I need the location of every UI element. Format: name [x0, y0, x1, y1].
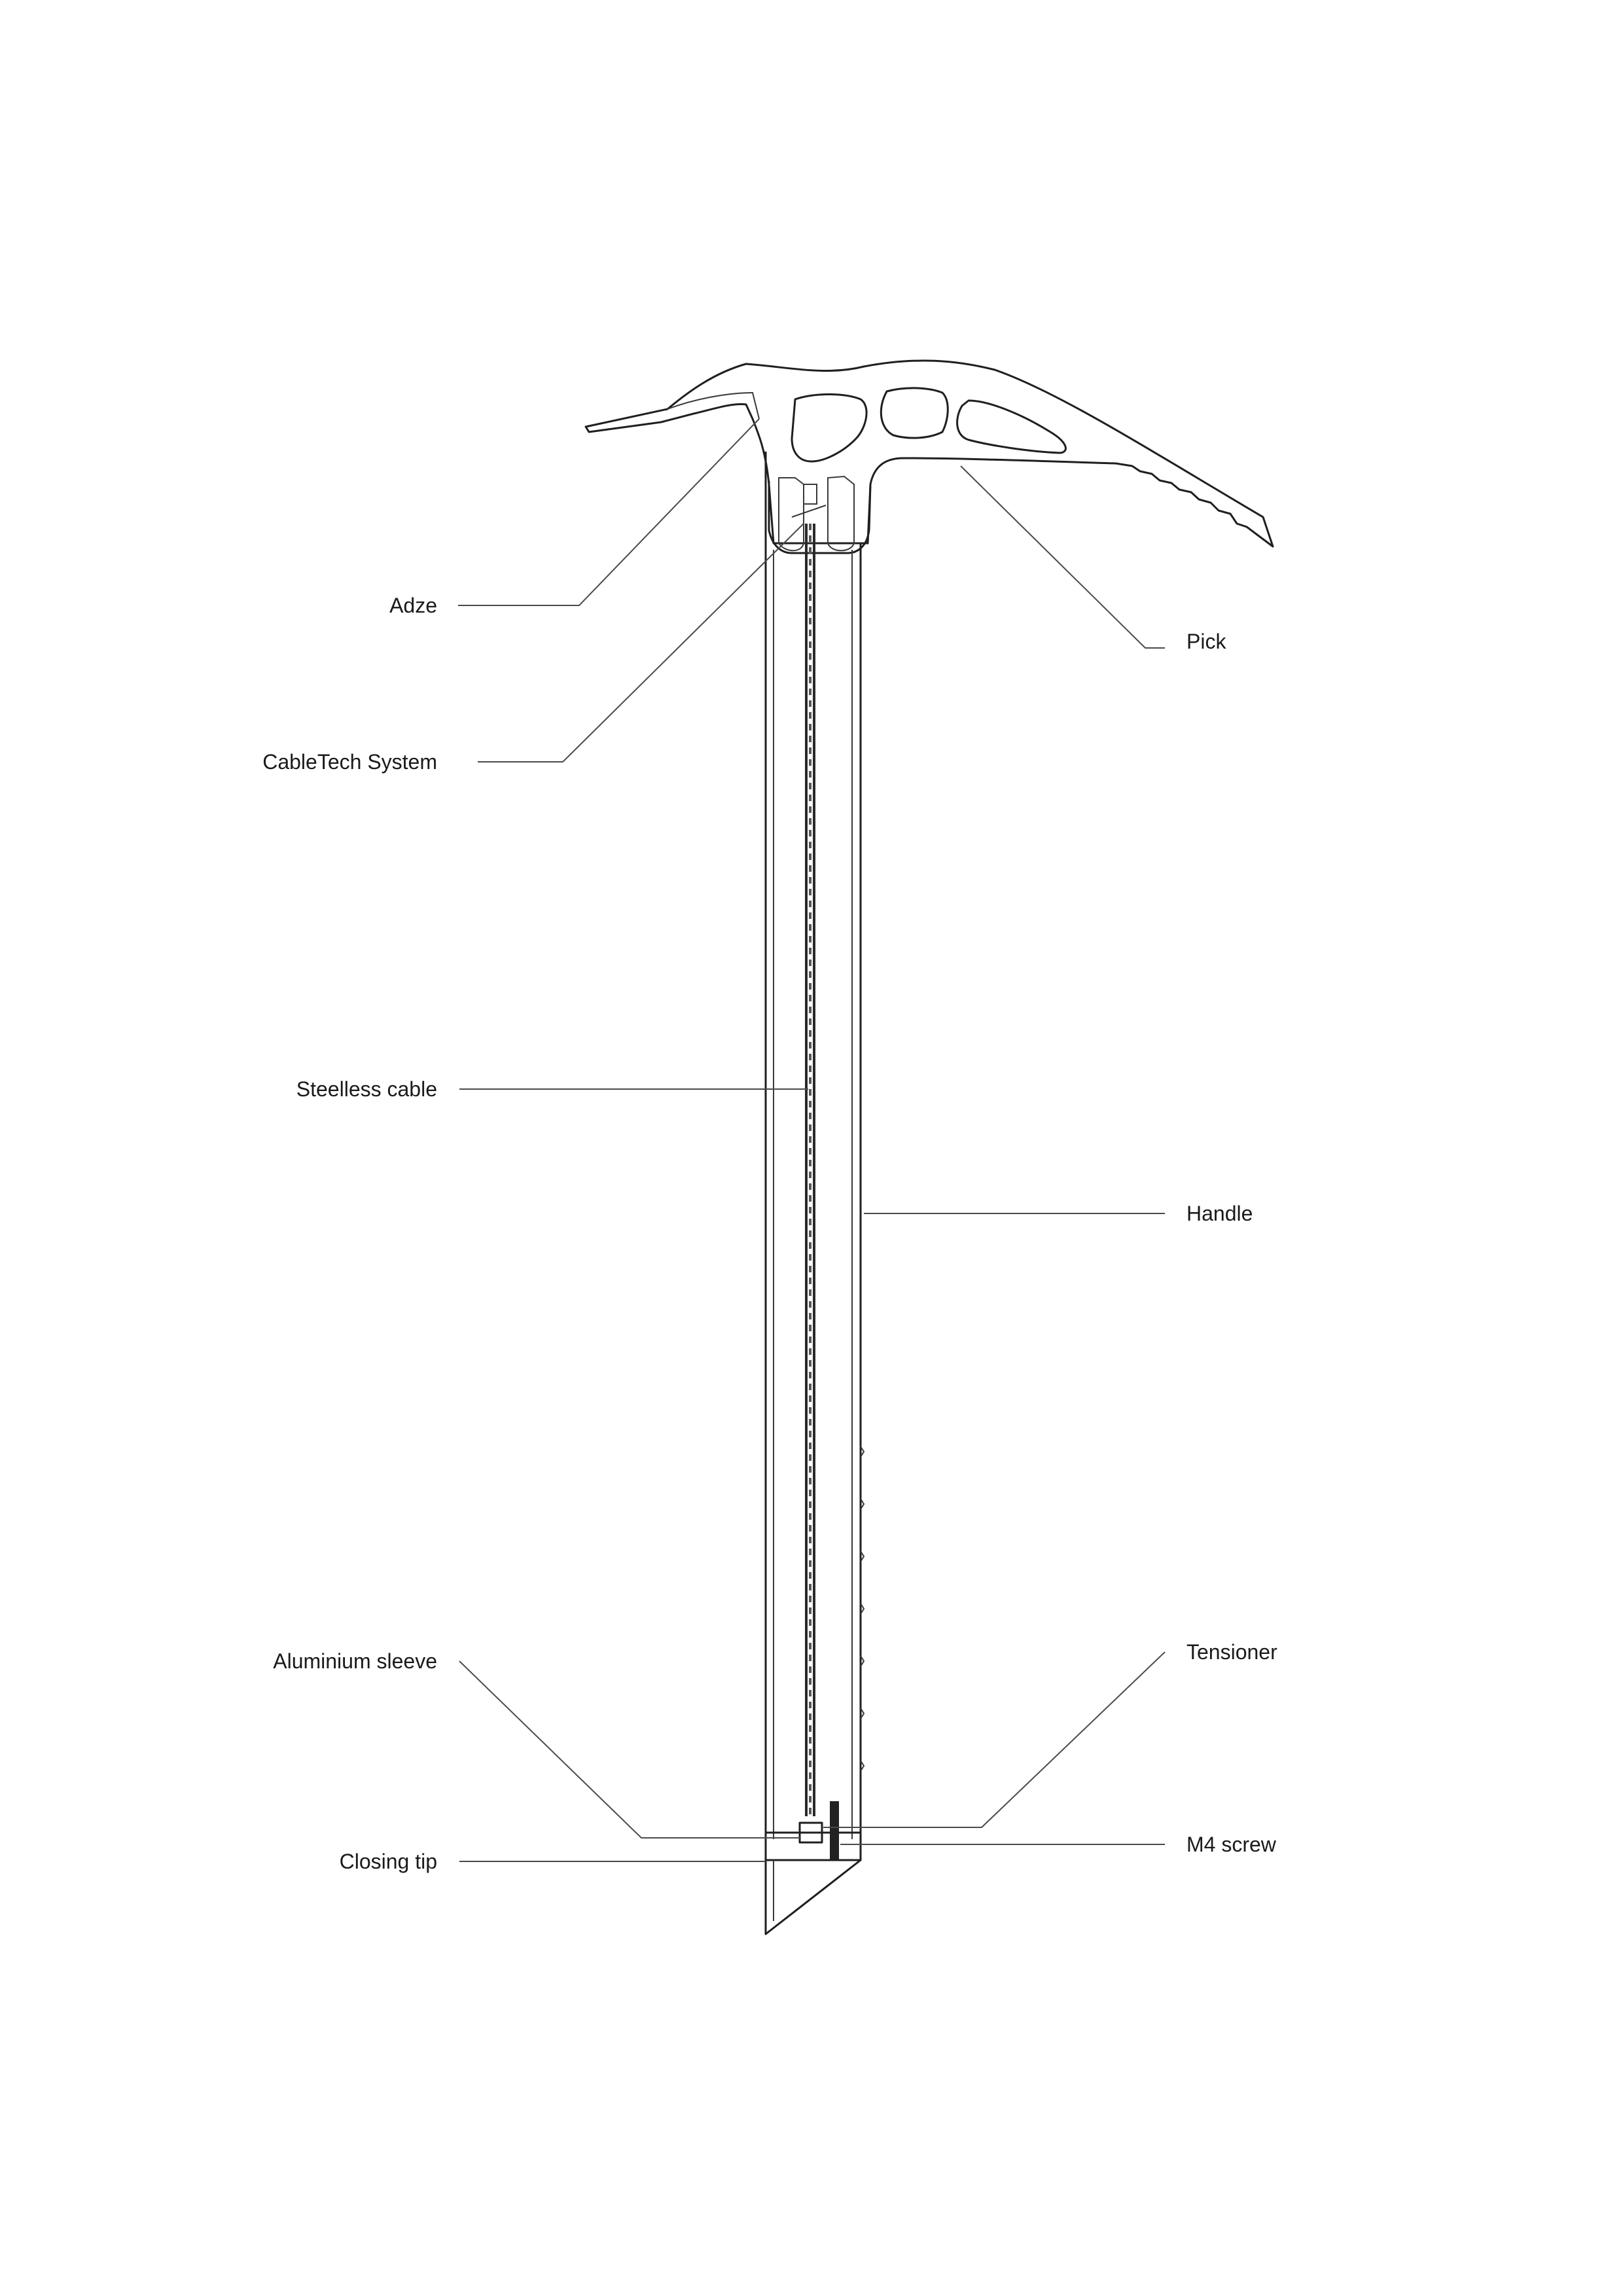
handle-grip — [860, 1446, 865, 1772]
labels: Adze CableTech System Steelless cable Al… — [262, 594, 1277, 1873]
head-hole-1 — [791, 393, 868, 463]
leader-aluminium-sleeve — [459, 1660, 800, 1839]
leader-cabletech — [478, 523, 804, 762]
axe-head — [584, 359, 1274, 554]
label-cabletech: CableTech System — [262, 750, 437, 774]
head-socket — [768, 481, 872, 554]
leader-tensioner — [823, 1651, 1166, 1828]
label-aluminium-sleeve: Aluminium sleeve — [273, 1649, 437, 1673]
label-m4-screw: M4 screw — [1186, 1833, 1277, 1856]
cabletech-rod — [791, 505, 827, 518]
closing-tip-shape — [764, 1859, 861, 1935]
label-closing-tip: Closing tip — [340, 1850, 437, 1873]
leader-adze — [458, 418, 760, 606]
head-hole-3 — [956, 399, 1067, 454]
aluminium-sleeve — [764, 1831, 862, 1861]
handle-shaft — [764, 452, 865, 1860]
steelless-cable — [805, 524, 815, 1816]
leader-pick — [960, 465, 1165, 649]
m4-screw — [830, 1801, 839, 1860]
label-tensioner: Tensioner — [1186, 1640, 1277, 1664]
label-adze: Adze — [389, 594, 437, 617]
socket-slot-right — [827, 475, 855, 552]
label-pick: Pick — [1186, 630, 1226, 653]
label-steelless-cable: Steelless cable — [296, 1077, 437, 1101]
cabletech-clip — [803, 484, 817, 505]
bottom-assembly — [764, 1801, 862, 1935]
adze-inner-line — [667, 391, 760, 420]
head-hole-2 — [880, 387, 949, 439]
tensioner-nut — [798, 1821, 823, 1844]
leader-lines — [458, 418, 1166, 1862]
label-handle: Handle — [1186, 1202, 1253, 1225]
